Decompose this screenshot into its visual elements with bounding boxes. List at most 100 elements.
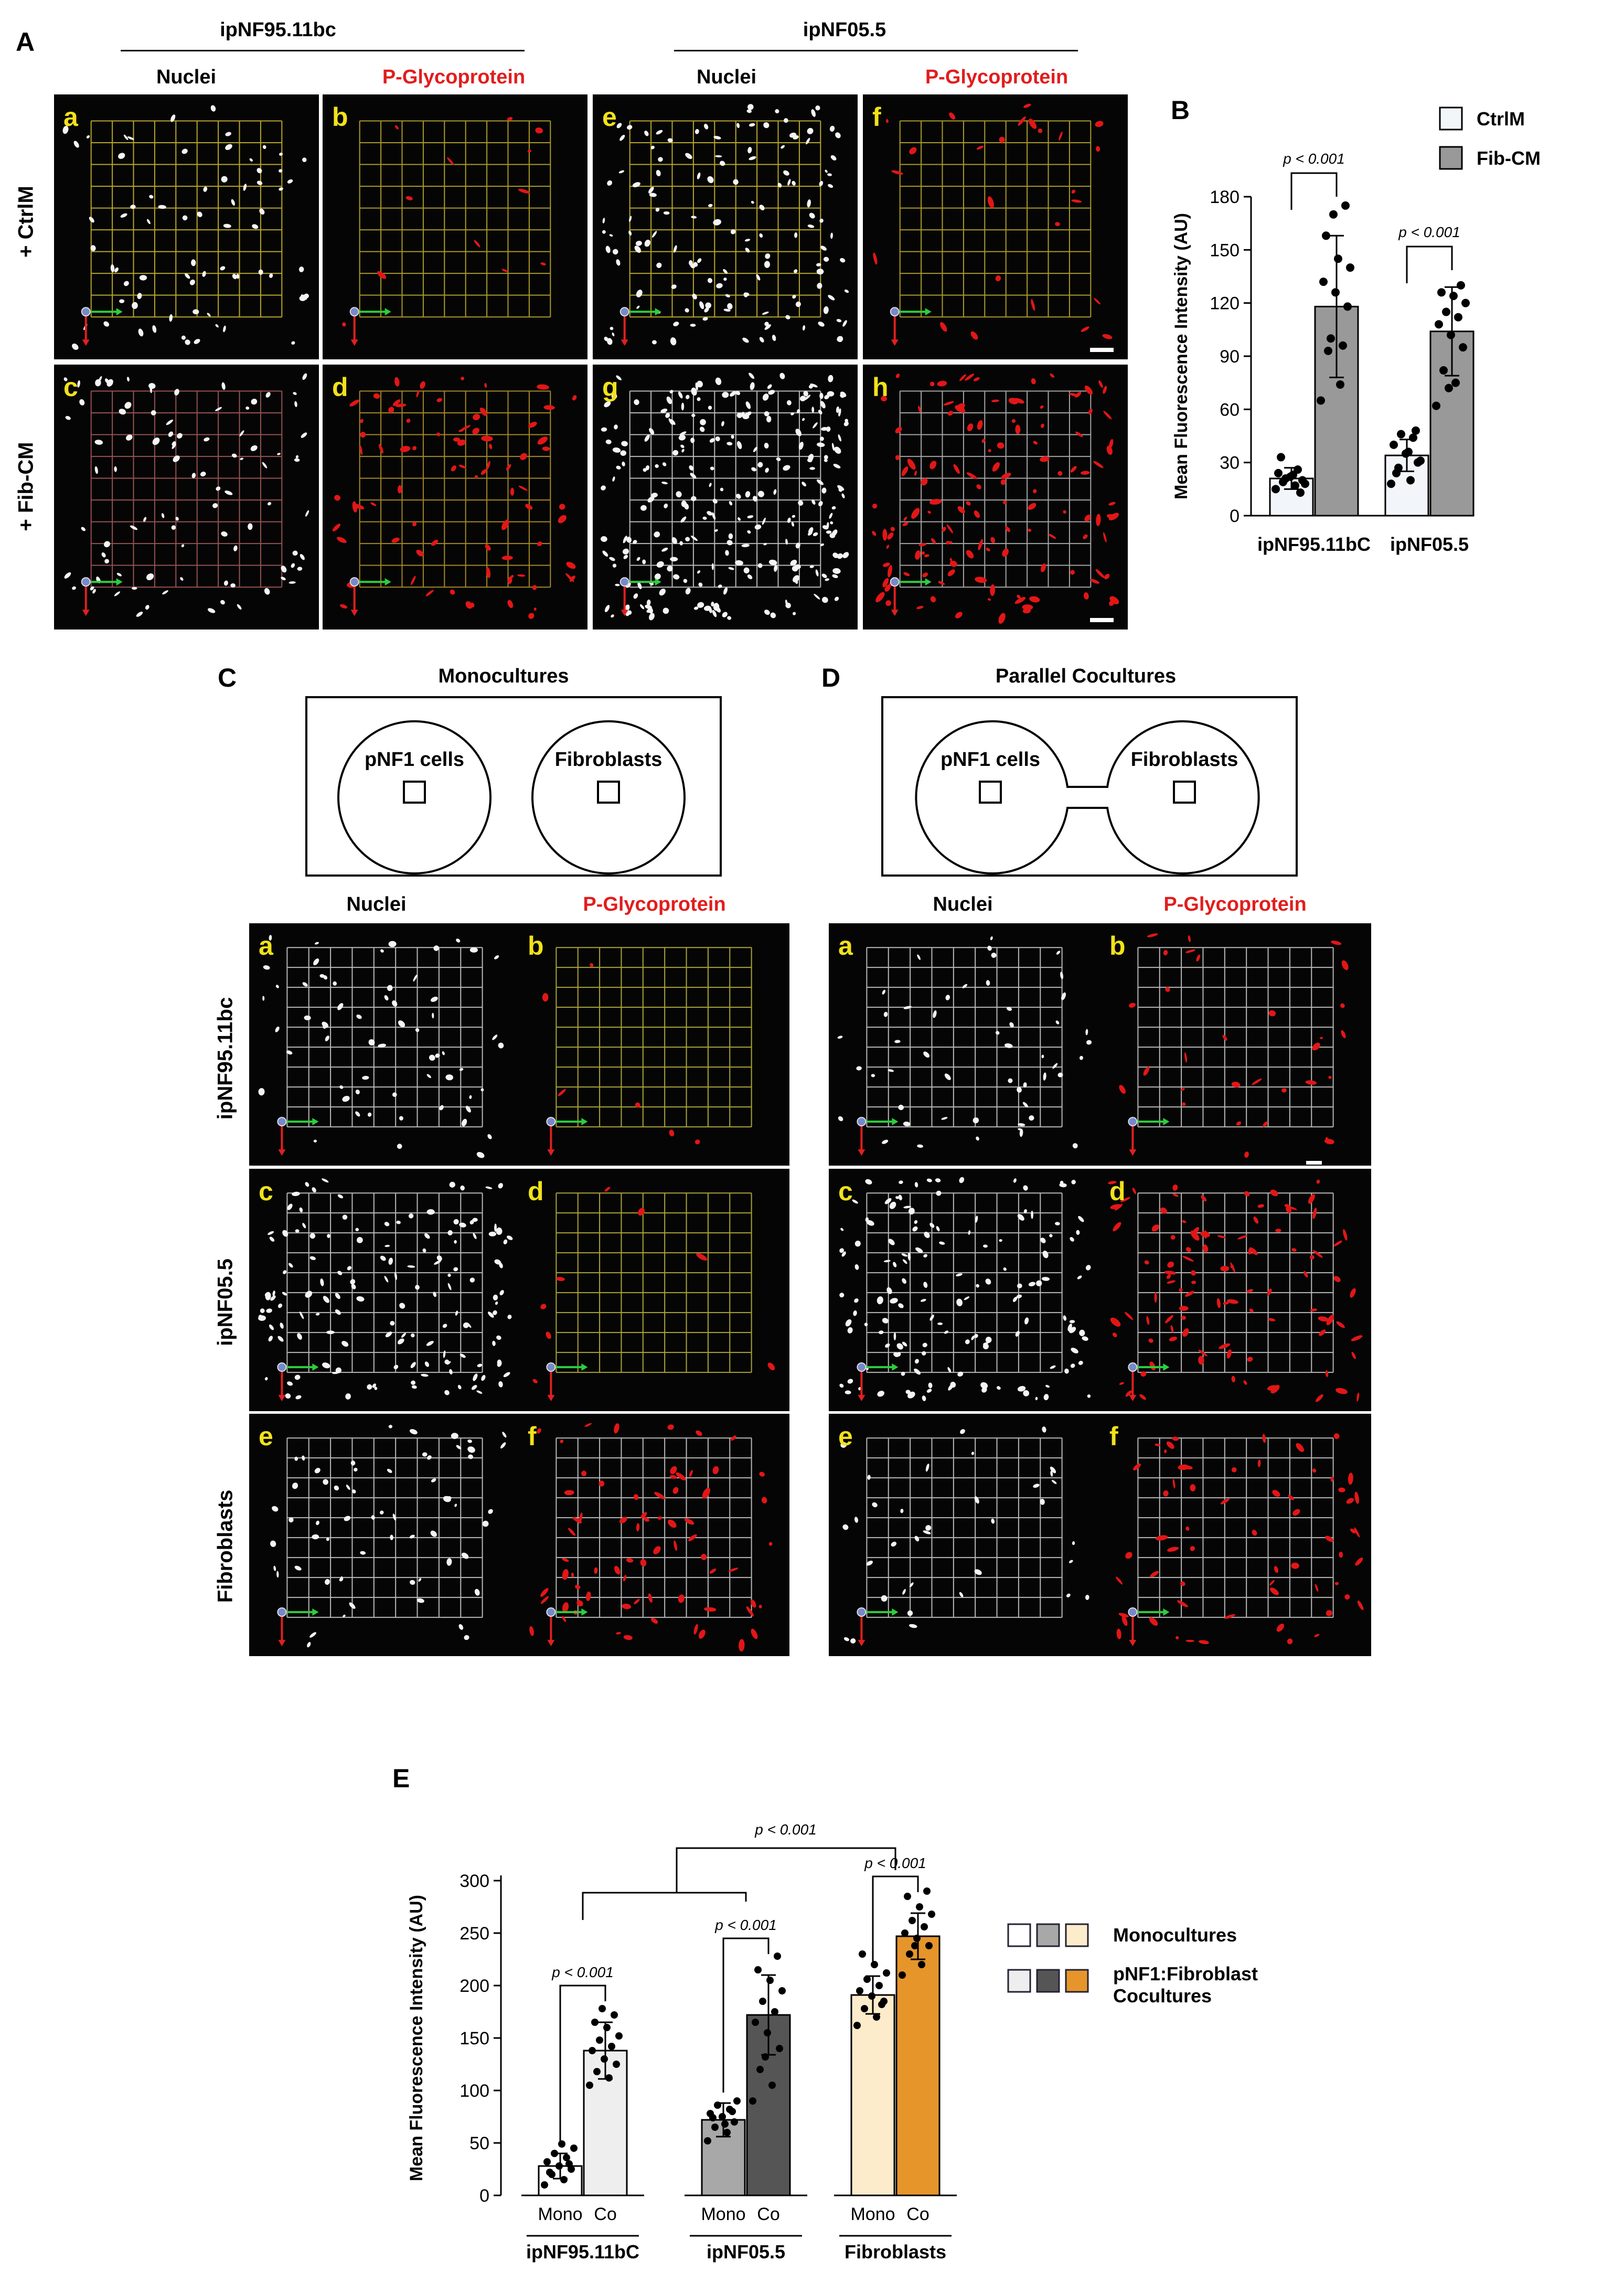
b-data-point [1416, 456, 1425, 465]
tile-letter: b [1109, 931, 1126, 961]
e-ytick-label: 0 [479, 2186, 489, 2206]
b-data-point [1274, 468, 1283, 477]
monoculture-right-well [531, 720, 686, 874]
panel-d-tile-b-pgp: b [1100, 923, 1371, 1166]
micrograph-cells [542, 963, 700, 1145]
e-data-point [586, 2082, 593, 2089]
tile-letter: b [528, 931, 544, 961]
micrograph-background [54, 365, 319, 630]
micrograph-background [829, 923, 1100, 1166]
b-ytick-label: 180 [1210, 187, 1240, 207]
e-data-point [709, 2114, 717, 2121]
e-bar [895, 1935, 941, 2196]
panel-a-tile-g-nuclei: g [593, 365, 858, 630]
axis-indicator-icon [277, 1607, 319, 1647]
e-data-point [729, 2108, 736, 2115]
e-data-point [756, 2066, 764, 2073]
coculture-left-roi [979, 781, 1002, 804]
b-data-point [1336, 380, 1344, 389]
e-pvalue: p < 0.001 [864, 1855, 926, 1871]
micrograph-cells [837, 936, 1092, 1149]
b-data-point [1445, 383, 1453, 392]
micrograph-grid [359, 390, 551, 588]
b-legend-label: CtrlM [1477, 108, 1525, 130]
micrograph-cells [62, 105, 309, 350]
e-data-point [565, 2160, 573, 2168]
e-sublabel: Mono [538, 2204, 582, 2224]
b-data-point [1319, 278, 1328, 286]
b-data-point [1439, 366, 1448, 375]
b-data-point [1334, 254, 1342, 263]
e-data-point [726, 2106, 733, 2113]
b-data-point [1432, 401, 1440, 410]
e-data-point [752, 2019, 759, 2026]
micrograph-cells [1119, 933, 1349, 1158]
panel-d-tile-e-nuclei: e [829, 1414, 1100, 1656]
panel-a-col-pgp-2: P-Glycoprotein [925, 66, 1069, 88]
axis-indicator-icon [546, 1362, 588, 1402]
tile-letter: d [332, 372, 348, 402]
b-category-label: ipNF05.5 [1390, 534, 1469, 555]
e-category-label: Fibroblasts [845, 2241, 946, 2263]
tile-letter: a [63, 102, 79, 132]
e-data-point [878, 2001, 885, 2008]
e-data-point [613, 2061, 620, 2068]
panel-a-tile-a-nuclei: a [54, 94, 319, 359]
e-bar [701, 2119, 746, 2196]
tile-letter: h [872, 372, 889, 402]
b-significance-bracket [1406, 246, 1453, 283]
tile-letter: d [1109, 1177, 1126, 1206]
micrograph-cells [1108, 1179, 1363, 1402]
e-sublabel: Mono [850, 2204, 895, 2224]
e-data-point [774, 1953, 781, 1960]
micrograph-background [323, 94, 587, 359]
micrograph-cells [270, 1425, 507, 1648]
e-data-point [861, 2005, 868, 2012]
b-data-point [1457, 281, 1465, 290]
panel-a-group1-rule [121, 50, 525, 51]
tile-letter: e [838, 1422, 853, 1451]
micrograph-background [518, 1414, 789, 1656]
micrograph-cells [1116, 1433, 1364, 1645]
b-data-point [1414, 458, 1422, 467]
e-data-point [568, 2165, 575, 2173]
panel-c-col-nuclei: Nuclei [346, 893, 407, 915]
axis-indicator-icon [857, 1117, 899, 1156]
panel-a-group1-label: ipNF95.11bc [220, 19, 336, 41]
e-category-label: ipNF05.5 [707, 2241, 785, 2263]
b-data-point [1449, 292, 1458, 301]
micrograph-cells [601, 372, 849, 621]
panel-a-tile-f-pgp: f [863, 94, 1128, 359]
b-data-point [1402, 449, 1410, 458]
e-data-point [593, 2068, 601, 2075]
b-data-point [1301, 479, 1309, 488]
b-ytick-label: 120 [1210, 294, 1240, 314]
b-ytick-label: 150 [1210, 240, 1240, 260]
monoculture-left-well [337, 720, 492, 874]
micrograph-background [54, 94, 319, 359]
axis-indicator-icon [1128, 1362, 1170, 1402]
tile-letter: a [259, 931, 274, 961]
e-legend-swatch [1036, 1969, 1060, 1993]
e-y-axis-label: Mean Fluorescence Intensity (AU) [407, 1895, 426, 2181]
e-sublabel: Co [594, 2204, 616, 2224]
e-data-point [766, 1977, 774, 1984]
e-data-point [771, 2008, 778, 2015]
e-data-point [911, 1942, 918, 1949]
micrograph-cells [532, 1187, 775, 1384]
b-data-point [1329, 210, 1338, 219]
coculture-right-roi [1173, 781, 1196, 804]
b-data-point [1317, 396, 1325, 405]
panel-c-row-ipnf055: ipNF05.5 [213, 1258, 237, 1346]
e-legend-swatch [1065, 1969, 1089, 1993]
panel-a-tile-e-nuclei: e [593, 94, 858, 359]
e-data-point [768, 2082, 776, 2089]
coculture-diagram: pNF1 cells Fibroblasts [881, 696, 1298, 877]
axis-indicator-icon [81, 307, 123, 346]
panel-c-col-pgp: P-Glycoprotein [583, 893, 726, 915]
micrograph-grid [555, 947, 752, 1128]
panel-d-title: Parallel Cocultures [995, 665, 1177, 687]
monoculture-left-label: pNF1 cells [365, 749, 464, 771]
e-data-point [541, 2181, 548, 2189]
e-pvalue: p < 0.001 [714, 1917, 777, 1933]
